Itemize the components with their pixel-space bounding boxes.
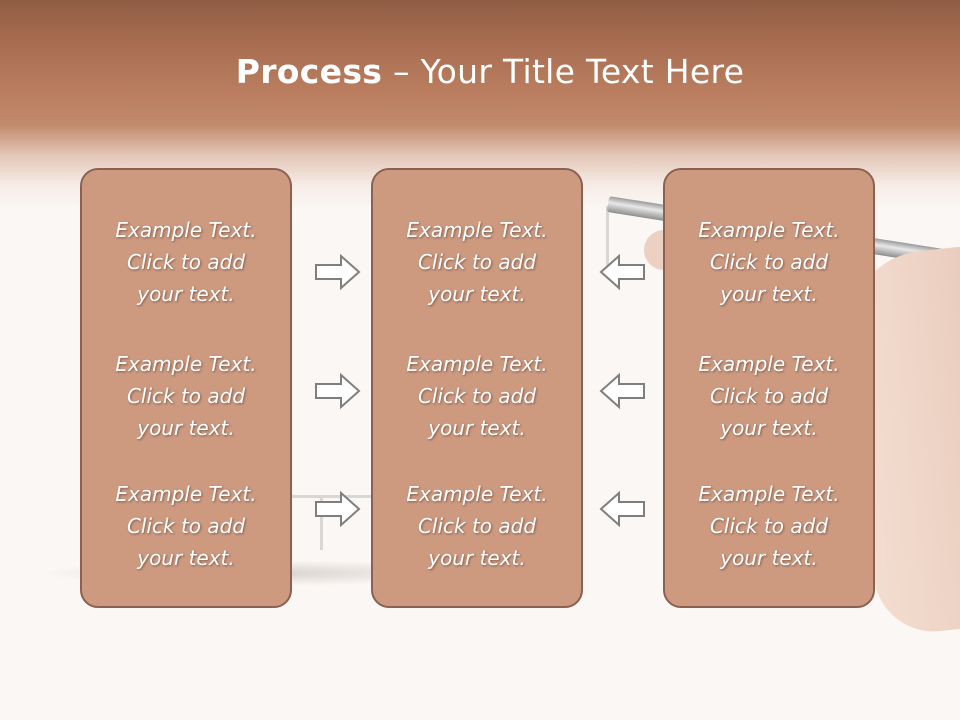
left-arrow-icon <box>599 490 645 528</box>
text-line: your text. <box>720 282 818 306</box>
text-line: your text. <box>720 416 818 440</box>
background-path-line <box>320 495 323 550</box>
text-line: Example Text. <box>406 482 548 506</box>
text-placeholder[interactable]: Example Text. Click to add your text. <box>373 214 581 310</box>
text-line: Example Text. <box>698 218 840 242</box>
text-line: your text. <box>428 416 526 440</box>
left-arrow-icon <box>599 253 645 291</box>
right-arrow-icon <box>315 490 361 528</box>
text-placeholder[interactable]: Example Text. Click to add your text. <box>665 214 873 310</box>
right-arrow-icon <box>315 253 361 291</box>
text-line: Click to add <box>126 514 246 538</box>
text-placeholder[interactable]: Example Text. Click to add your text. <box>82 214 290 310</box>
text-placeholder[interactable]: Example Text. Click to add your text. <box>82 478 290 574</box>
background-path-line <box>292 495 372 498</box>
text-line: Click to add <box>709 514 829 538</box>
text-placeholder[interactable]: Example Text. Click to add your text. <box>665 348 873 444</box>
text-placeholder[interactable]: Example Text. Click to add your text. <box>373 478 581 574</box>
text-line: Example Text. <box>698 352 840 376</box>
text-line: Example Text. <box>406 352 548 376</box>
text-line: your text. <box>137 416 235 440</box>
text-placeholder[interactable]: Example Text. Click to add your text. <box>82 348 290 444</box>
slide-title[interactable]: Process – Your Title Text Here <box>0 52 960 91</box>
text-line: your text. <box>428 546 526 570</box>
text-line: your text. <box>720 546 818 570</box>
text-line: Click to add <box>126 250 246 274</box>
title-rest-text: – Your Title Text Here <box>382 52 745 91</box>
text-line: Example Text. <box>115 482 257 506</box>
text-line: Click to add <box>417 384 537 408</box>
text-line: Click to add <box>417 514 537 538</box>
text-line: Example Text. <box>115 352 257 376</box>
text-line: Example Text. <box>115 218 257 242</box>
text-line: Click to add <box>126 384 246 408</box>
text-line: your text. <box>137 282 235 306</box>
text-line: Click to add <box>709 384 829 408</box>
text-line: Example Text. <box>406 218 548 242</box>
text-line: Click to add <box>417 250 537 274</box>
text-line: Example Text. <box>698 482 840 506</box>
text-placeholder[interactable]: Example Text. Click to add your text. <box>665 478 873 574</box>
text-line: Click to add <box>709 250 829 274</box>
text-line: your text. <box>428 282 526 306</box>
right-arrow-icon <box>315 372 361 410</box>
process-box-left[interactable]: Example Text. Click to add your text. Ex… <box>80 168 292 608</box>
text-line: your text. <box>137 546 235 570</box>
left-arrow-icon <box>599 372 645 410</box>
text-placeholder[interactable]: Example Text. Click to add your text. <box>373 348 581 444</box>
process-box-middle[interactable]: Example Text. Click to add your text. Ex… <box>371 168 583 608</box>
title-bold-text: Process <box>235 52 383 91</box>
background-path-line <box>606 206 609 266</box>
process-box-right[interactable]: Example Text. Click to add your text. Ex… <box>663 168 875 608</box>
